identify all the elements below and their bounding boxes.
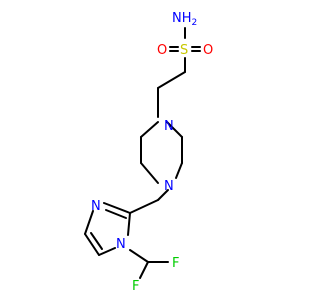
atom-label-nh2-subscript: 2 bbox=[192, 18, 198, 28]
molecule-structure-diagram: NH2 S O O N N N N F F bbox=[84, 11, 213, 294]
atom-label-n-piperazine-bottom: N bbox=[164, 179, 174, 194]
atom-label-n-piperazine-top: N bbox=[164, 119, 174, 134]
bond-imid-c2-n3-a bbox=[103, 202, 131, 214]
bond-c1-c2 bbox=[157, 71, 186, 89]
atom-label-f-bottom: F bbox=[132, 279, 139, 294]
molecule-svg: NH2 S O O N N N N F F bbox=[84, 11, 213, 294]
bond-imid-n3-c4 bbox=[84, 210, 94, 235]
atom-label-o-left: O bbox=[157, 43, 167, 58]
atom-label-n-imidazole-1: N bbox=[116, 237, 126, 252]
bond-pip-3 bbox=[175, 162, 183, 179]
bond-c-f-bottom bbox=[139, 261, 149, 279]
bond-imid-c4-c5-a bbox=[84, 233, 100, 256]
atom-label-n-imidazole-3: N bbox=[91, 199, 101, 214]
bond-n1-chf2 bbox=[129, 249, 149, 263]
bond-imid-c5-n1 bbox=[98, 247, 116, 256]
bond-ch2-c2 bbox=[129, 199, 159, 214]
bond-pip-1 bbox=[166, 121, 183, 138]
atom-label-s: S bbox=[180, 43, 188, 58]
bond-imid-n1-c2 bbox=[127, 212, 131, 236]
atom-label-o-right: O bbox=[203, 43, 213, 58]
atom-labels: NH2 S O O N N N N F F bbox=[91, 11, 213, 294]
atom-label-nh2: NH2 bbox=[172, 11, 197, 28]
bond-pip-6 bbox=[140, 121, 159, 138]
bond-n-ch2 bbox=[157, 189, 169, 201]
bond-imid-c2-n3-b bbox=[105, 209, 127, 219]
atom-label-f-right: F bbox=[172, 256, 179, 271]
bond-imid-c4-c5-b bbox=[90, 232, 103, 250]
bond-pip-4 bbox=[140, 162, 159, 184]
bonds bbox=[84, 27, 201, 279]
